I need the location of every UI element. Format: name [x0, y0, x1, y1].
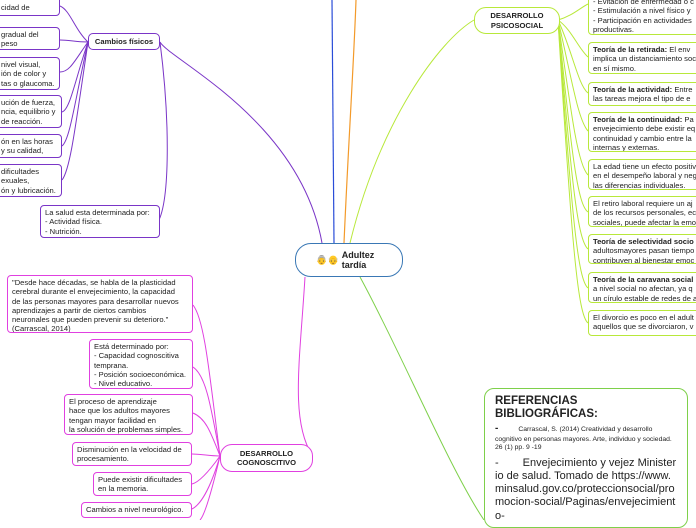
- fisico-item-fuerza[interactable]: ución de fuerza, ncia, equilibrio y de r…: [0, 95, 62, 128]
- psico-item-text: a nivel social no afectan, ya q un círul…: [593, 284, 696, 303]
- reference-2: -Envejecimiento y vejez Ministerio de sa…: [495, 456, 677, 522]
- psico-item-3[interactable]: Teoría de la continuidad: Pa envejecimie…: [588, 112, 696, 152]
- connector-fisicos-salud: [157, 41, 168, 223]
- psico-item-text: El env implica un distanciamiento soc en…: [593, 45, 696, 73]
- psico-item-8[interactable]: El divorcio es poco en el adult aquellos…: [588, 310, 696, 336]
- cogn-item-velocidad[interactable]: Disminución en la velocidad de procesami…: [72, 442, 192, 466]
- connector-orange: [343, 0, 357, 244]
- central-topic[interactable]: 👵👴 Adultez tardía: [295, 243, 403, 277]
- cogn-item-memoria[interactable]: Puede existir dificultades en la memoria…: [93, 472, 192, 496]
- psico-item-5[interactable]: El retiro laboral requiere un aj de los …: [588, 196, 696, 227]
- cogn-item-neurologico[interactable]: Cambios a nivel neurológico.: [81, 502, 192, 518]
- psico-item-6[interactable]: Teoría de selectividad socio adultosmayo…: [588, 234, 696, 264]
- connector-fisicos-item5: [61, 41, 89, 147]
- cambios-fisicos-node[interactable]: Cambios físicos: [88, 33, 160, 50]
- connector-center-fisicos: [159, 41, 323, 244]
- fisico-item-reserva[interactable]: cidad de reserva: [0, 0, 60, 16]
- psico-item-4[interactable]: La edad tiene un efecto positiv en el de…: [588, 159, 696, 190]
- connector-fisicos-item1: [59, 5, 89, 43]
- psico-item-theory-name: Teoría de selectividad socio: [593, 237, 694, 246]
- fisico-item-sexual[interactable]: dificultades exuales, ón y lubricación.: [0, 164, 62, 197]
- connector-center-cognoscitivo: [297, 276, 313, 456]
- reference-1: -Carrascal, S. (2014) Creatividad y desa…: [495, 423, 672, 452]
- connector-fisicos-item4: [61, 41, 89, 113]
- fisico-item-visual[interactable]: nivel visual, ión de color y tas o glauc…: [0, 57, 60, 90]
- connector-center-psicosocial: [349, 19, 475, 244]
- psico-item-7[interactable]: Teoría de la caravana social a nivel soc…: [588, 272, 696, 303]
- cogn-item-determinado[interactable]: Está determinado por: - Capacidad cognos…: [89, 339, 193, 389]
- connector-blue: [331, 0, 335, 244]
- psico-item-text: La edad tiene un efecto positiv en el de…: [593, 162, 696, 190]
- elderly-people-icon: 👵👴: [316, 254, 339, 265]
- psico-item-0[interactable]: - Evitación de enfermedad o c - Estimula…: [588, 0, 696, 35]
- psico-item-text: adultosmayores pasan tiempo contribuyen …: [593, 246, 695, 264]
- psico-item-text: Pa envejecimiento debe existir eq contin…: [593, 115, 696, 152]
- psico-item-2[interactable]: Teoría de la actividad: Entre las tareas…: [588, 82, 696, 106]
- psico-item-text: Entre las tareas mejora el tipo de e: [593, 85, 693, 104]
- psico-item-1[interactable]: Teoría de la retirada: El env implica un…: [588, 42, 696, 74]
- psicosocial-node[interactable]: DESARROLLO PSICOSOCIAL: [474, 7, 560, 34]
- cogn-item-plasticidad[interactable]: "Desde hace décadas, se habla de la plas…: [7, 275, 193, 333]
- central-topic-title: Adultez tardía: [341, 249, 375, 270]
- fisico-item-peso[interactable]: gradual del peso cerebro.: [0, 27, 60, 50]
- psico-item-theory-name: Teoría de la caravana social: [593, 275, 694, 284]
- salud-node[interactable]: La salud esta determinada por: - Activid…: [40, 205, 160, 238]
- connector-fisicos-item3: [59, 41, 89, 73]
- references-node[interactable]: REFERENCIAS BIBLIOGRÁFICAS: -Carrascal, …: [484, 388, 688, 528]
- cognoscitivo-node[interactable]: DESARROLLO COGNOSCITIVO: [220, 444, 313, 472]
- psico-item-text: El divorcio es poco en el adult aquellos…: [593, 313, 694, 332]
- connector-fisicos-item6: [61, 41, 89, 181]
- references-heading: REFERENCIAS BIBLIOGRÁFICAS:: [495, 395, 598, 421]
- psico-item-theory-name: Teoría de la continuidad:: [593, 115, 683, 124]
- connector-fisicos-item2: [59, 39, 89, 43]
- fisico-item-sueno[interactable]: ón en las horas y su calidad,: [0, 134, 62, 158]
- psico-item-theory-name: Teoría de la actividad:: [593, 85, 673, 94]
- psico-item-text: El retiro laboral requiere un aj de los …: [593, 199, 696, 227]
- psico-item-theory-name: Teoría de la retirada:: [593, 45, 668, 54]
- connector-center-refs: [359, 276, 485, 520]
- cogn-item-aprendizaje[interactable]: El proceso de aprendizaje hace que los a…: [64, 394, 193, 435]
